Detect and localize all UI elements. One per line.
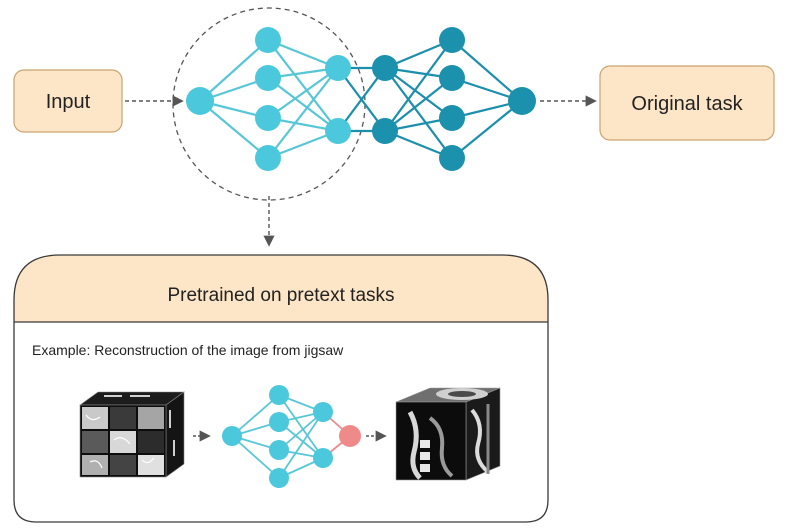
main-network-edge: [451, 39, 523, 102]
main-network-node-5-0: [508, 87, 536, 115]
main-network-edge: [267, 39, 339, 132]
original-task-box: Original task: [599, 65, 775, 141]
main-network-node-4-1: [439, 65, 465, 91]
main-network-edge: [267, 67, 339, 119]
main-network-edge: [451, 100, 523, 159]
pretext-network-node-2-1: [313, 448, 333, 468]
pretext-network-node-3-0: [339, 425, 361, 447]
reconstructed-ct-scan-cube-icon: [395, 387, 501, 481]
pretext-panel-header: [14, 255, 548, 322]
main-network-edge: [384, 39, 453, 132]
pretext-network-node-1-1: [269, 412, 289, 432]
pretext-network-node-2-0: [313, 402, 333, 422]
main-network-edge: [384, 67, 453, 159]
main-network-edge: [267, 77, 339, 132]
main-network-node-3-0: [372, 55, 398, 81]
original-task-label: Original task: [631, 93, 743, 115]
main-network-node-1-1: [255, 65, 281, 91]
main-neural-network: [186, 27, 536, 171]
main-network-node-1-2: [255, 105, 281, 131]
main-network-node-4-2: [439, 105, 465, 131]
main-network-node-1-3: [255, 145, 281, 171]
input-label: Input: [46, 91, 91, 113]
main-network-edge: [199, 100, 269, 159]
pretext-network-edge: [231, 394, 280, 437]
pretext-network-edge: [231, 435, 280, 479]
pretext-network-node-0-0: [222, 426, 242, 446]
input-box: Input: [13, 69, 123, 133]
pretext-network-node-1-3: [269, 468, 289, 488]
pretext-network-node-1-2: [269, 440, 289, 460]
main-network-edge: [199, 39, 269, 102]
main-network-edge: [384, 77, 453, 132]
shuffled-ct-scan-cube-icon: [79, 391, 185, 478]
main-network-edge: [267, 67, 339, 159]
main-network-node-2-1: [325, 118, 351, 144]
pretext-network-edge: [278, 394, 324, 459]
pretext-panel-title: Pretrained on pretext tasks: [167, 285, 394, 306]
main-network-node-4-3: [439, 145, 465, 171]
pretext-example-text: Example: Reconstruction of the image fro…: [32, 342, 344, 358]
main-network-node-4-0: [439, 27, 465, 53]
main-network-node-0-0: [186, 87, 214, 115]
main-network-node-2-0: [325, 55, 351, 81]
main-network-edge: [337, 67, 386, 132]
pretext-neural-network: [222, 385, 361, 488]
main-network-edge: [384, 67, 453, 119]
pretext-network-node-1-0: [269, 385, 289, 405]
main-network-node-3-1: [372, 118, 398, 144]
pretext-network-edge: [278, 411, 324, 479]
main-network-node-1-0: [255, 27, 281, 53]
pretext-panel: Pretrained on pretext tasks Example: Rec…: [13, 254, 549, 523]
